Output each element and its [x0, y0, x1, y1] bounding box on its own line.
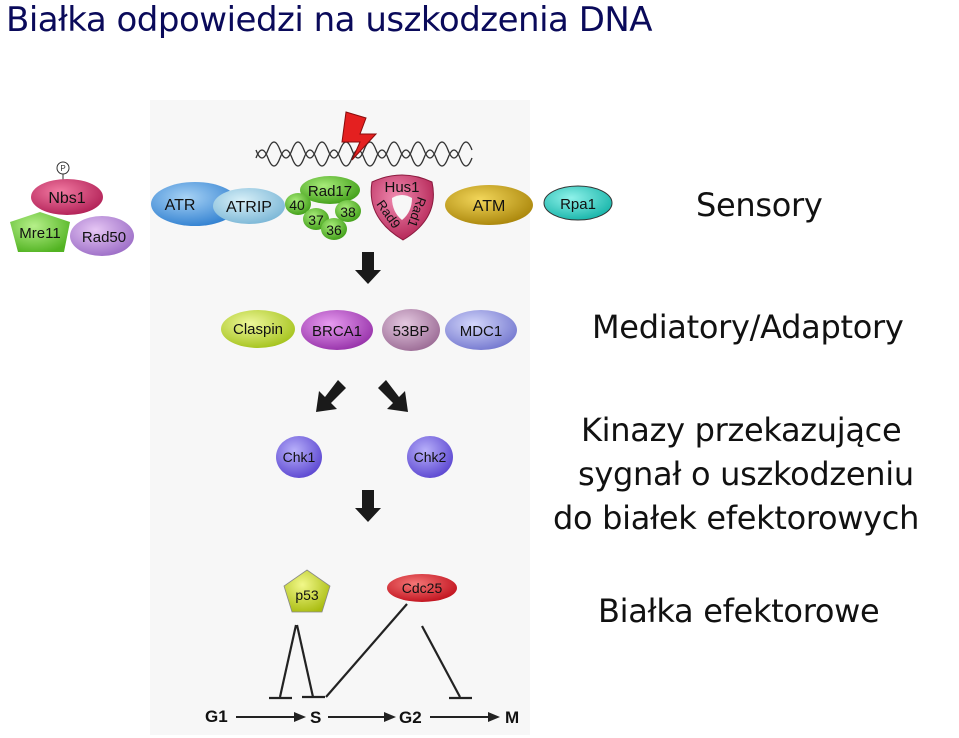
- rfc40-protein: [285, 193, 311, 215]
- rfc40-label: 40: [289, 197, 305, 213]
- arrow-down-icon: [355, 490, 381, 522]
- sensors-label: Sensory: [696, 186, 823, 224]
- rfc38-label: 38: [340, 204, 356, 220]
- inhibition-lines: [269, 603, 472, 700]
- rad50-protein: [70, 216, 134, 256]
- nbs1-protein: [31, 179, 103, 215]
- atr-protein: [151, 182, 239, 226]
- mre11-label: Mre11: [19, 225, 60, 242]
- mre11-protein: [10, 212, 70, 252]
- effectors-label: Białka efektorowe: [598, 592, 880, 630]
- phospho-label: P: [60, 164, 65, 173]
- nbs1-label: Nbs1: [48, 190, 85, 207]
- dna-helix: [255, 141, 473, 167]
- 911-clamp: Hus1 Rad9 Rad1: [370, 174, 434, 241]
- mdc1-label: MDC1: [460, 323, 503, 340]
- cdc25-protein: [387, 574, 457, 602]
- lightning-bolt-icon: [341, 111, 378, 161]
- atrip-protein: [213, 188, 285, 224]
- chk1-protein: [276, 436, 322, 478]
- rpa1-protein: [543, 185, 613, 221]
- atm-label: ATM: [473, 198, 506, 215]
- mrn-complex: P Nbs1 Rad50 Mre11: [10, 161, 134, 256]
- chk2-label: Chk2: [414, 449, 447, 465]
- hus1-label: Hus1: [384, 179, 419, 196]
- cell-cycle: G1 S G2 M: [205, 707, 519, 727]
- rfc38-protein: [335, 200, 361, 222]
- 53bp-protein: [382, 309, 440, 351]
- g1-label: G1: [205, 707, 228, 726]
- rfc37-label: 37: [308, 212, 324, 228]
- chk1-label: Chk1: [283, 449, 316, 465]
- rad17-protein: [300, 176, 360, 204]
- atm-protein: [445, 185, 533, 225]
- mdc1-protein: [445, 310, 517, 350]
- atr-label: ATR: [165, 197, 196, 214]
- atrip-label: ATRIP: [226, 199, 272, 216]
- brca1-label: BRCA1: [312, 323, 362, 340]
- kinases-label-line1: Kinazy przekazujące: [581, 411, 902, 449]
- rfc36-label: 36: [326, 222, 342, 238]
- claspin-label: Claspin: [233, 321, 283, 338]
- g2-label: G2: [399, 708, 422, 727]
- arrow-down-right-icon: [378, 380, 408, 412]
- chk2-protein: [407, 436, 453, 478]
- 53bp-label: 53BP: [393, 323, 430, 340]
- rfc36-protein: [321, 218, 347, 240]
- page-title: Białka odpowiedzi na uszkodzenia DNA: [6, 0, 653, 40]
- cdc25-label: Cdc25: [402, 580, 443, 596]
- arrow-down-icon: [355, 252, 381, 284]
- rfc-complex: Rad17 40 38 37 36: [285, 176, 361, 240]
- p53-protein: [283, 569, 331, 613]
- kinases-label-line2: sygnał o uszkodzeniu: [578, 455, 914, 493]
- brca1-protein: [301, 310, 373, 350]
- mediators-label: Mediatory/Adaptory: [592, 308, 904, 346]
- kinases-label-line3: do białek efektorowych: [553, 499, 920, 537]
- arrow-down-left-icon: [316, 380, 346, 412]
- rad50-label: Rad50: [82, 229, 126, 246]
- m-label: M: [505, 708, 519, 727]
- rad17-label: Rad17: [308, 183, 352, 200]
- s-label: S: [310, 708, 321, 727]
- p53-label: p53: [295, 587, 319, 603]
- rpa1-label: Rpa1: [560, 196, 596, 213]
- claspin-protein: [221, 310, 295, 348]
